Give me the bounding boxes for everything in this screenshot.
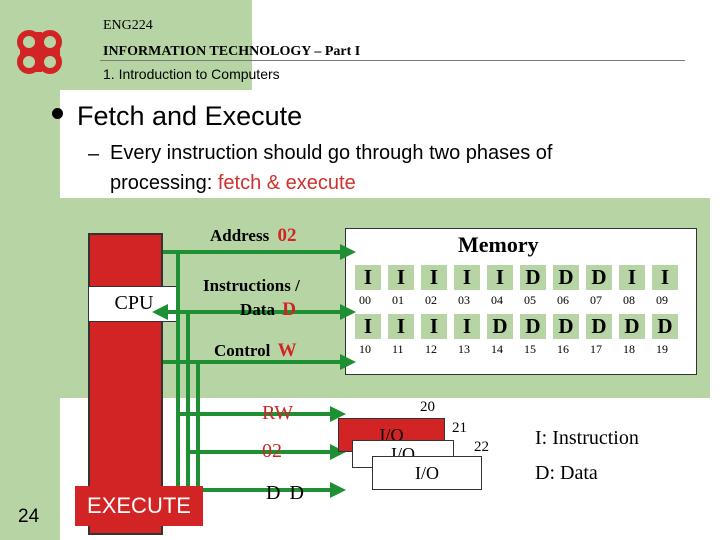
memory-address-15: 15 (524, 342, 536, 356)
io-data-label-1: D (266, 482, 281, 504)
io-address-21: 21 (452, 420, 467, 436)
memory-cell-2-5: D (520, 314, 546, 339)
memory-cell-1-1: I (388, 265, 414, 290)
body-text-line-2: processing: fetch & execute (110, 172, 356, 195)
memory-address-05: 05 (524, 293, 536, 307)
data-bus-arrow-left-icon (152, 304, 168, 320)
memory-cell-1-3: I (454, 265, 480, 290)
execute-label: EXECUTE (87, 493, 191, 518)
memory-cell-1-9: I (652, 265, 678, 290)
io-address-20: 20 (420, 399, 435, 415)
legend-instruction: I: Instruction (535, 427, 639, 449)
control-bus-arrow-icon (340, 354, 356, 370)
io-rw-label: RW (262, 402, 294, 424)
memory-address-10: 10 (359, 342, 371, 356)
io-device-3-label: I/O (415, 463, 439, 483)
address-bus-arrow-icon (340, 244, 356, 260)
memory-address-19: 19 (656, 342, 668, 356)
memory-cell-1-2: I (421, 265, 447, 290)
io-address-label: 02 (262, 440, 282, 462)
memory-address-01: 01 (392, 293, 404, 307)
io-data-label-2: D (289, 482, 304, 504)
memory-address-04: 04 (491, 293, 503, 307)
legend-data: D: Data (535, 462, 598, 484)
io-rw-arrow-icon (330, 406, 346, 422)
bullet-dot (52, 108, 63, 119)
memory-address-13: 13 (458, 342, 470, 356)
memory-address-09: 09 (656, 293, 668, 307)
address-label-text: Address (210, 226, 270, 245)
university-logo-icon (17, 30, 62, 74)
course-code: ENG224 (103, 18, 153, 33)
memory-cell-1-5: D (520, 265, 546, 290)
memory-address-03: 03 (458, 293, 470, 307)
address-value: 02 (277, 225, 297, 246)
io-data-arrow-icon (330, 482, 346, 498)
io-addr-arrow-icon (330, 444, 346, 460)
header-green-panel (60, 0, 252, 90)
memory-address-06: 06 (557, 293, 569, 307)
header-divider (100, 60, 685, 61)
memory-title: Memory (458, 232, 539, 257)
memory-cell-2-9: D (652, 314, 678, 339)
memory-cell-1-0: I (355, 265, 381, 290)
control-value: W (277, 340, 297, 361)
data-value: D (282, 299, 296, 320)
memory-cell-2-6: D (553, 314, 579, 339)
memory-cell-1-8: I (619, 265, 645, 290)
memory-cell-2-3: I (454, 314, 480, 339)
memory-cell-1-6: D (553, 265, 579, 290)
body-text-label: processing: (110, 172, 218, 194)
memory-cell-2-8: D (619, 314, 645, 339)
left-sidebar-strip (0, 0, 60, 540)
section-subtitle: 1. Introduction to Computers (103, 66, 280, 82)
memory-cell-2-7: D (586, 314, 612, 339)
memory-address-02: 02 (425, 293, 437, 307)
body-text-highlight: fetch & execute (217, 172, 356, 194)
memory-address-17: 17 (590, 342, 602, 356)
execute-phase-box: EXECUTE (75, 486, 203, 526)
sub-bullet-dash: – (88, 143, 100, 165)
data-label: Data D (240, 299, 296, 321)
control-label: Control W (214, 340, 297, 362)
control-label-text: Control (214, 341, 271, 360)
address-label: Address 02 (210, 225, 296, 247)
memory-address-07: 07 (590, 293, 602, 307)
memory-cell-2-0: I (355, 314, 381, 339)
memory-cell-1-4: I (487, 265, 513, 290)
memory-box (345, 228, 697, 375)
course-title: INFORMATION TECHNOLOGY – Part I (103, 44, 361, 59)
memory-cell-2-2: I (421, 314, 447, 339)
memory-address-16: 16 (557, 342, 569, 356)
data-bus-arrow-right-icon (340, 304, 356, 320)
memory-cell-1-7: D (586, 265, 612, 290)
memory-address-00: 00 (359, 293, 371, 307)
io-device-3: I/O (372, 456, 482, 490)
io-data-label: D D (266, 482, 304, 505)
instructions-label: Instructions / (203, 276, 300, 295)
data-label-text: Data (240, 300, 275, 319)
cpu-block (88, 233, 163, 535)
slide-heading: Fetch and Execute (77, 101, 303, 131)
cpu-label: CPU (114, 292, 154, 314)
memory-cell-2-4: D (487, 314, 513, 339)
body-text-line-1: Every instruction should go through two … (110, 142, 553, 164)
cpu-label-box: CPU (88, 286, 180, 322)
memory-cell-2-1: I (388, 314, 414, 339)
io-address-22: 22 (474, 439, 489, 455)
memory-address-14: 14 (491, 342, 503, 356)
memory-address-12: 12 (425, 342, 437, 356)
memory-address-11: 11 (392, 342, 404, 356)
memory-address-18: 18 (623, 342, 635, 356)
page-number: 24 (18, 506, 40, 527)
memory-address-08: 08 (623, 293, 635, 307)
